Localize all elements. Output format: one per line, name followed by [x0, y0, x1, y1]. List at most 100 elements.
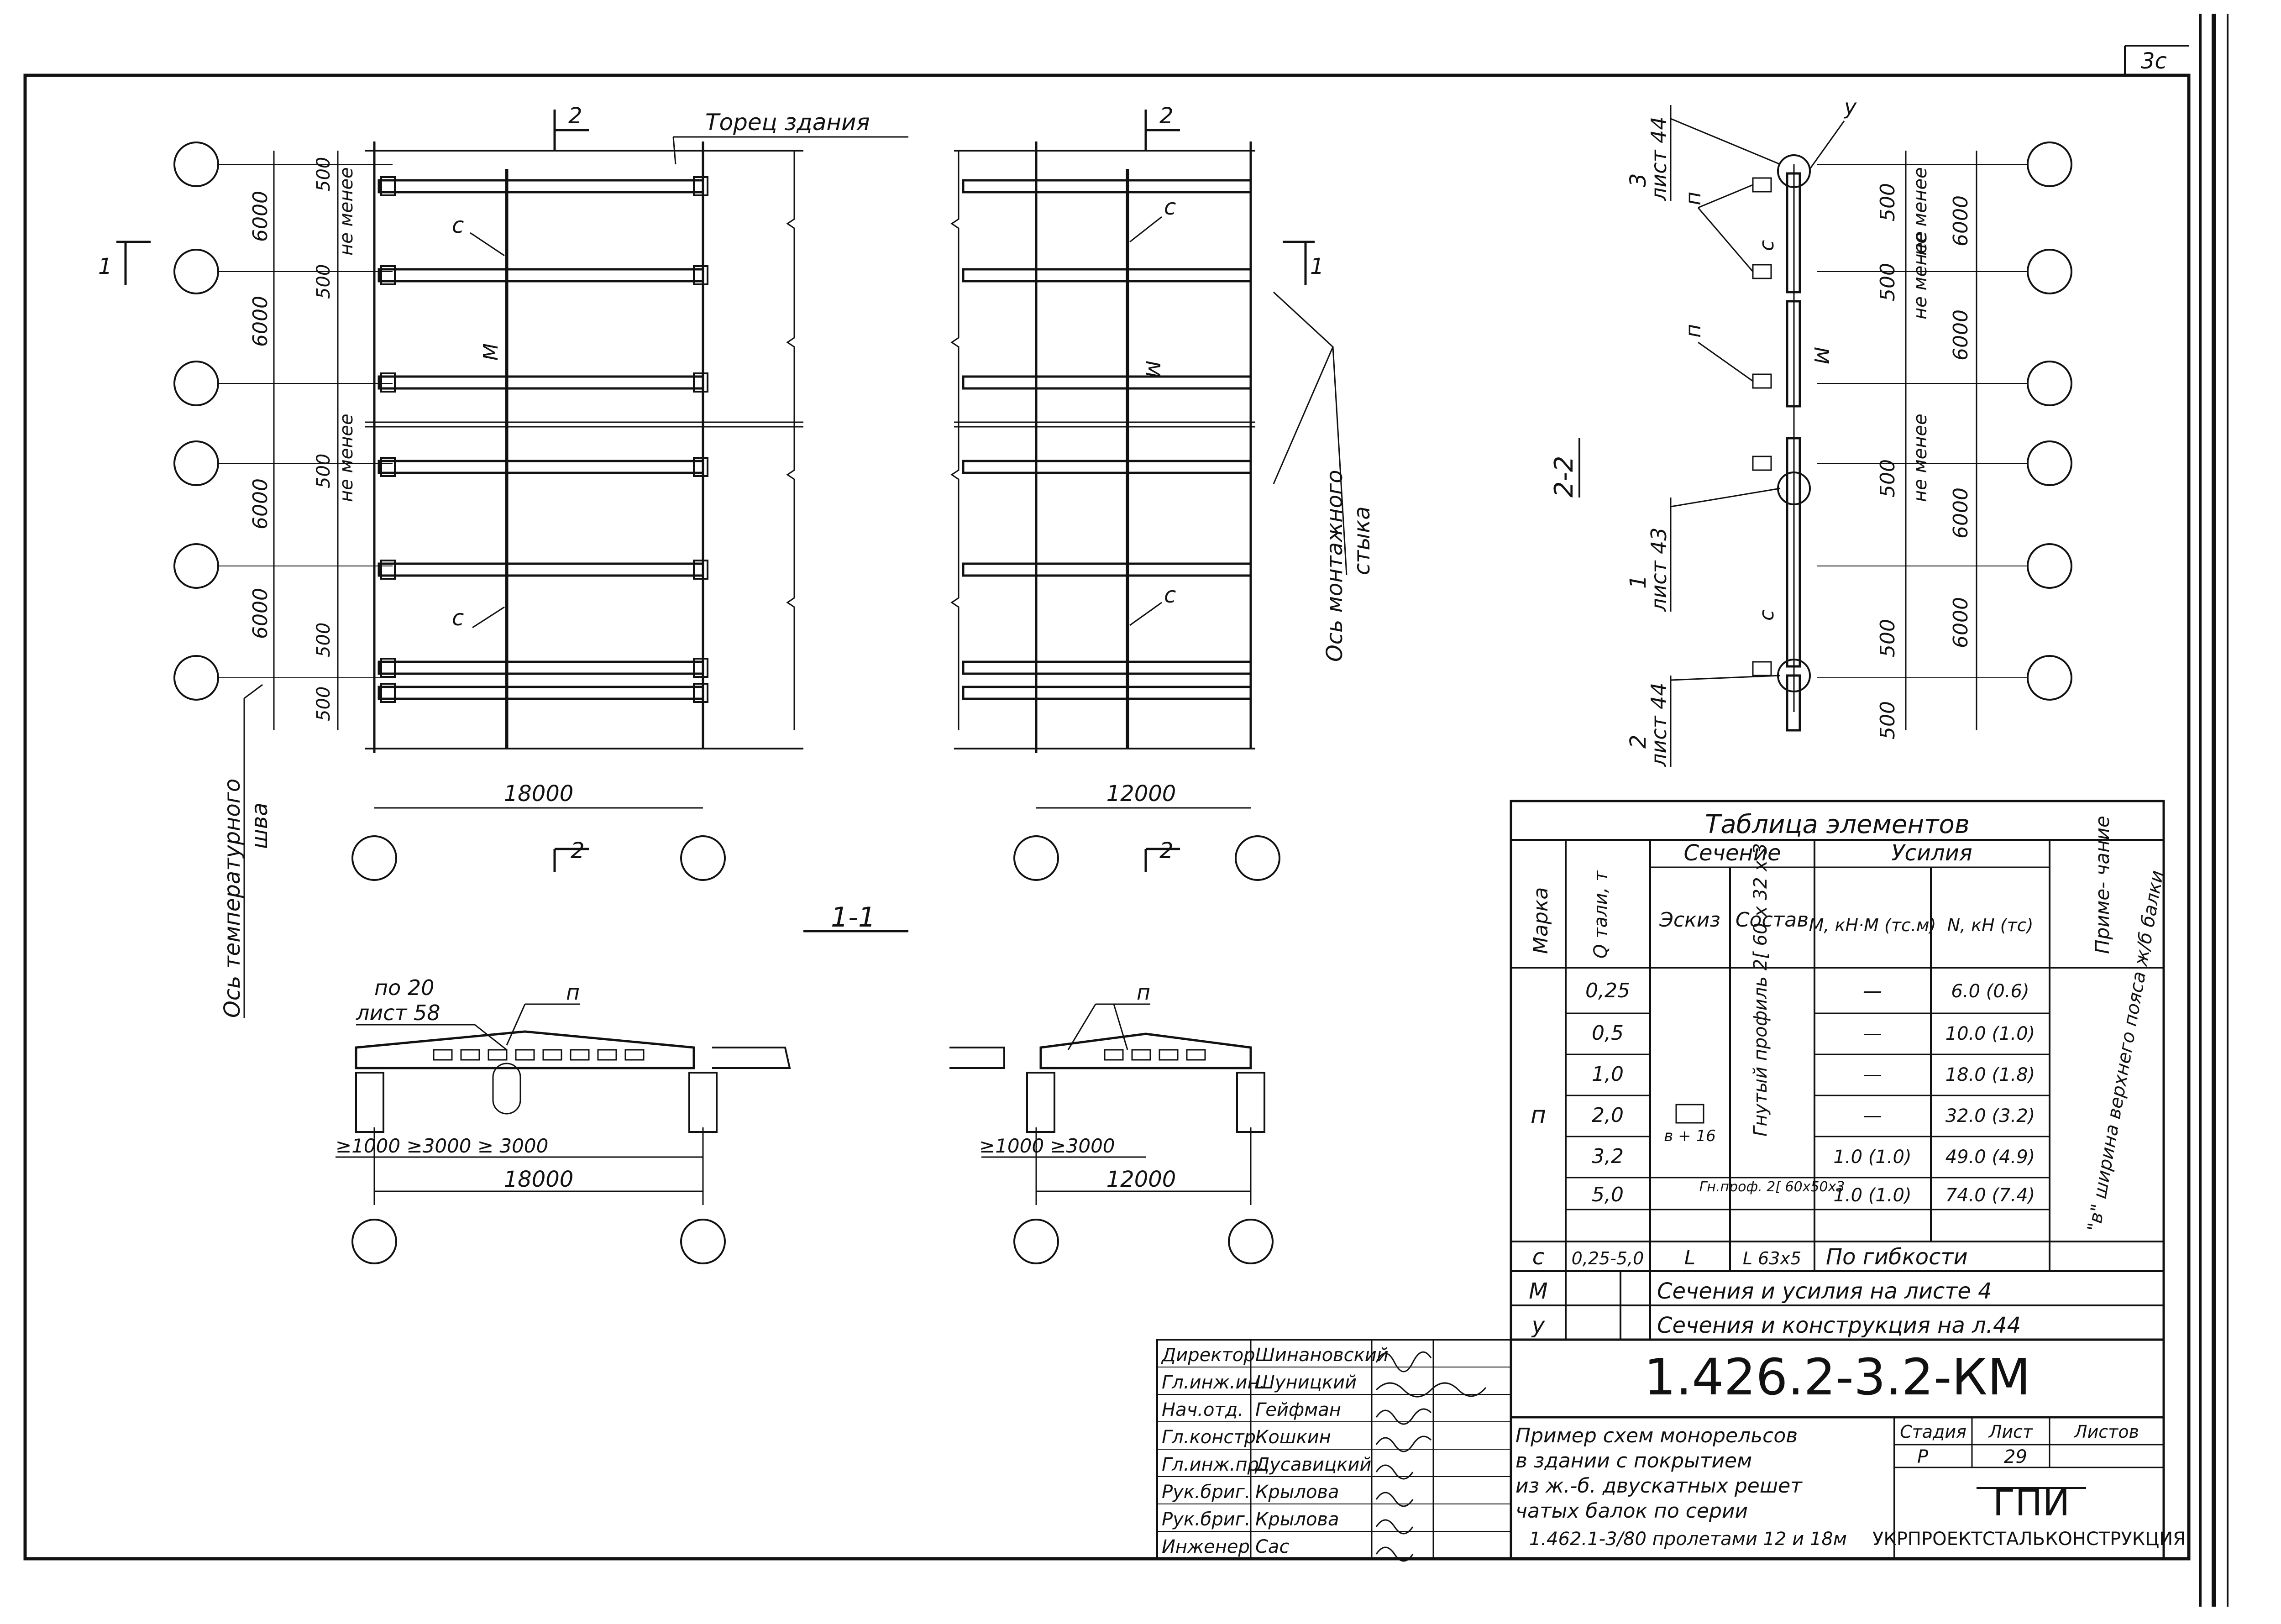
mark-m: М — [1141, 361, 1164, 378]
sign-name: Шинановский — [1255, 1345, 1389, 1366]
dim-6000: 6000 — [1949, 195, 1972, 246]
col-forces: Усилия — [1891, 840, 1972, 866]
m-value: — — [1863, 1022, 1882, 1044]
not-less-label: не менее — [1910, 167, 1931, 256]
col-note: Приме- чание — [2091, 816, 2113, 954]
mark-m: М — [479, 343, 503, 361]
sign-name: Кошкин — [1255, 1427, 1331, 1448]
sign-name: Шуницкий — [1255, 1372, 1357, 1393]
sign-name: Дусавицкий — [1254, 1454, 1371, 1475]
title-block: 1.426.2-3.2-КМ Пример схем монорельсов в… — [1510, 1340, 2186, 1559]
p-composition: Гнутый профиль 2[ 60 х 32 х 3 — [1750, 843, 1771, 1137]
m-value: — — [1863, 980, 1882, 1002]
joint-axis-label: Ось монтажного — [1322, 470, 1348, 662]
grid-bubbles-left — [173, 141, 393, 730]
c-composition: L 63х5 — [1743, 1248, 1801, 1268]
col-q: Q тали, т — [1590, 870, 1611, 959]
section-2-2: 500 500 500 500 500 не менее не менее не… — [1549, 94, 2072, 767]
mark-p: п — [566, 980, 580, 1005]
n-value: 32.0 (3.2) — [1945, 1105, 2035, 1126]
dim-500: 500 — [1876, 701, 1899, 739]
c-forces: По гибкости — [1826, 1244, 1968, 1270]
m-value: 1.0 (1.0) — [1833, 1185, 1911, 1206]
description-line: в здании с покрытием — [1515, 1449, 1752, 1472]
section-1-mark: 1 — [98, 254, 112, 279]
n-value: 10.0 (1.0) — [1945, 1023, 2035, 1044]
not-less-label: не менее — [336, 167, 357, 256]
c-sketch: L — [1684, 1246, 1696, 1269]
mark-c: с — [452, 605, 464, 631]
mark-m: М — [1809, 347, 1833, 364]
mark-p: п — [1681, 324, 1705, 338]
temp-joint-label-2: шва — [247, 802, 273, 849]
building-end-label: Торец здания — [705, 109, 870, 136]
dim-500: 500 — [313, 454, 334, 488]
plan-left-labels: Торец здания 2 2 1 с с М Ось температурн… — [98, 103, 908, 1018]
document-code: 1.426.2-3.2-КМ — [1644, 1348, 2030, 1406]
mark-c: с — [1164, 582, 1176, 608]
sign-role: Гл.констр. — [1162, 1427, 1262, 1448]
p-sketch-dim: в + 16 — [1664, 1127, 1715, 1145]
joint-axis-label-2: стыка — [1349, 506, 1375, 575]
section-2-mark: 2 — [1159, 838, 1174, 864]
not-less-label: не менее — [1910, 231, 1931, 320]
dim-500: 500 — [313, 264, 334, 299]
col-composition: Состав — [1736, 908, 1809, 932]
y-mark: у — [1531, 1313, 1545, 1338]
q-value: 0,25 — [1585, 979, 1630, 1002]
dim-6000: 6000 — [1949, 309, 1972, 361]
org-name: УКРПРОЕКТСТАЛЬКОНСТРУКЦИЯ — [1872, 1529, 2186, 1550]
signatures-block: Директор Шинановский Гл.инж.ин. Шуницкий… — [1156, 1339, 1512, 1562]
ref3-sheet: лист 44 — [1647, 682, 1671, 767]
ref3-num: 2 — [1626, 734, 1651, 749]
span-18000: 18000 — [504, 781, 574, 807]
mark-c: с — [1164, 194, 1176, 220]
sign-role: Директор — [1161, 1345, 1255, 1366]
plan-left-brackets — [380, 176, 708, 703]
stage-value: Р — [1917, 1446, 1929, 1467]
span-18000: 18000 — [504, 1167, 574, 1192]
plan-right: 12000 2 2 1 с с М Ось монтажного стыка — [950, 103, 1375, 872]
col-m: М, кН·М (тс.м) — [1809, 915, 1936, 935]
section-2-mark: 2 — [568, 103, 582, 129]
col-n: N, кН (тс) — [1947, 915, 2034, 935]
description-line: чатых балок по серии — [1515, 1499, 1748, 1523]
not-less-label: не менее — [1910, 414, 1931, 502]
ref2-num: 1 — [1626, 575, 1651, 589]
q-value: 2,0 — [1592, 1104, 1624, 1127]
temp-joint-label: Ось температурного — [220, 779, 245, 1018]
sign-role: Нач.отд. — [1162, 1399, 1243, 1420]
q-value: 0,5 — [1592, 1022, 1624, 1045]
ref-line1: по 20 — [374, 975, 434, 1000]
dim-500: 500 — [313, 157, 334, 192]
col-section: Сечение — [1683, 840, 1781, 866]
sign-name: Крылова — [1255, 1482, 1339, 1503]
not-less-label: не менее — [336, 414, 357, 502]
dim-500: 500 — [1876, 263, 1899, 301]
description-line: Пример схем монорельсов — [1515, 1424, 1798, 1447]
q-value: 1,0 — [1592, 1063, 1624, 1086]
ref1-num: 3 — [1626, 173, 1651, 187]
stage-header: Стадия — [1900, 1422, 1966, 1442]
span-12000: 12000 — [1106, 1167, 1176, 1192]
sign-role: Инженер — [1162, 1536, 1250, 1557]
ref2-sheet: лист 43 — [1647, 527, 1671, 612]
mark-y: у — [1843, 94, 1857, 119]
sign-name: Сас — [1255, 1536, 1289, 1557]
section-1-mark: 1 — [1310, 254, 1324, 279]
n-value: 6.0 (0.6) — [1951, 981, 2029, 1002]
q-value: 3,2 — [1592, 1145, 1624, 1168]
m-text: Сечения и усилия на листе 4 — [1657, 1278, 1992, 1304]
p-mark: п — [1531, 1101, 1546, 1129]
dim-500: 500 — [1876, 183, 1899, 221]
section-2-mark: 2 — [1159, 103, 1174, 129]
y-text: Сечения и конструкция на л.44 — [1657, 1313, 2021, 1338]
sign-name: Крылова — [1255, 1509, 1339, 1530]
dims-left: ≥1000 ≥3000 ≥ 3000 — [336, 1135, 548, 1157]
m-value: 1.0 (1.0) — [1833, 1147, 1911, 1168]
dim-6000: 6000 — [249, 296, 272, 347]
sheet-header: Лист — [1988, 1422, 2034, 1442]
mark-p: п — [1681, 192, 1705, 205]
sign-role: Гл.инж.пр. — [1162, 1454, 1265, 1475]
